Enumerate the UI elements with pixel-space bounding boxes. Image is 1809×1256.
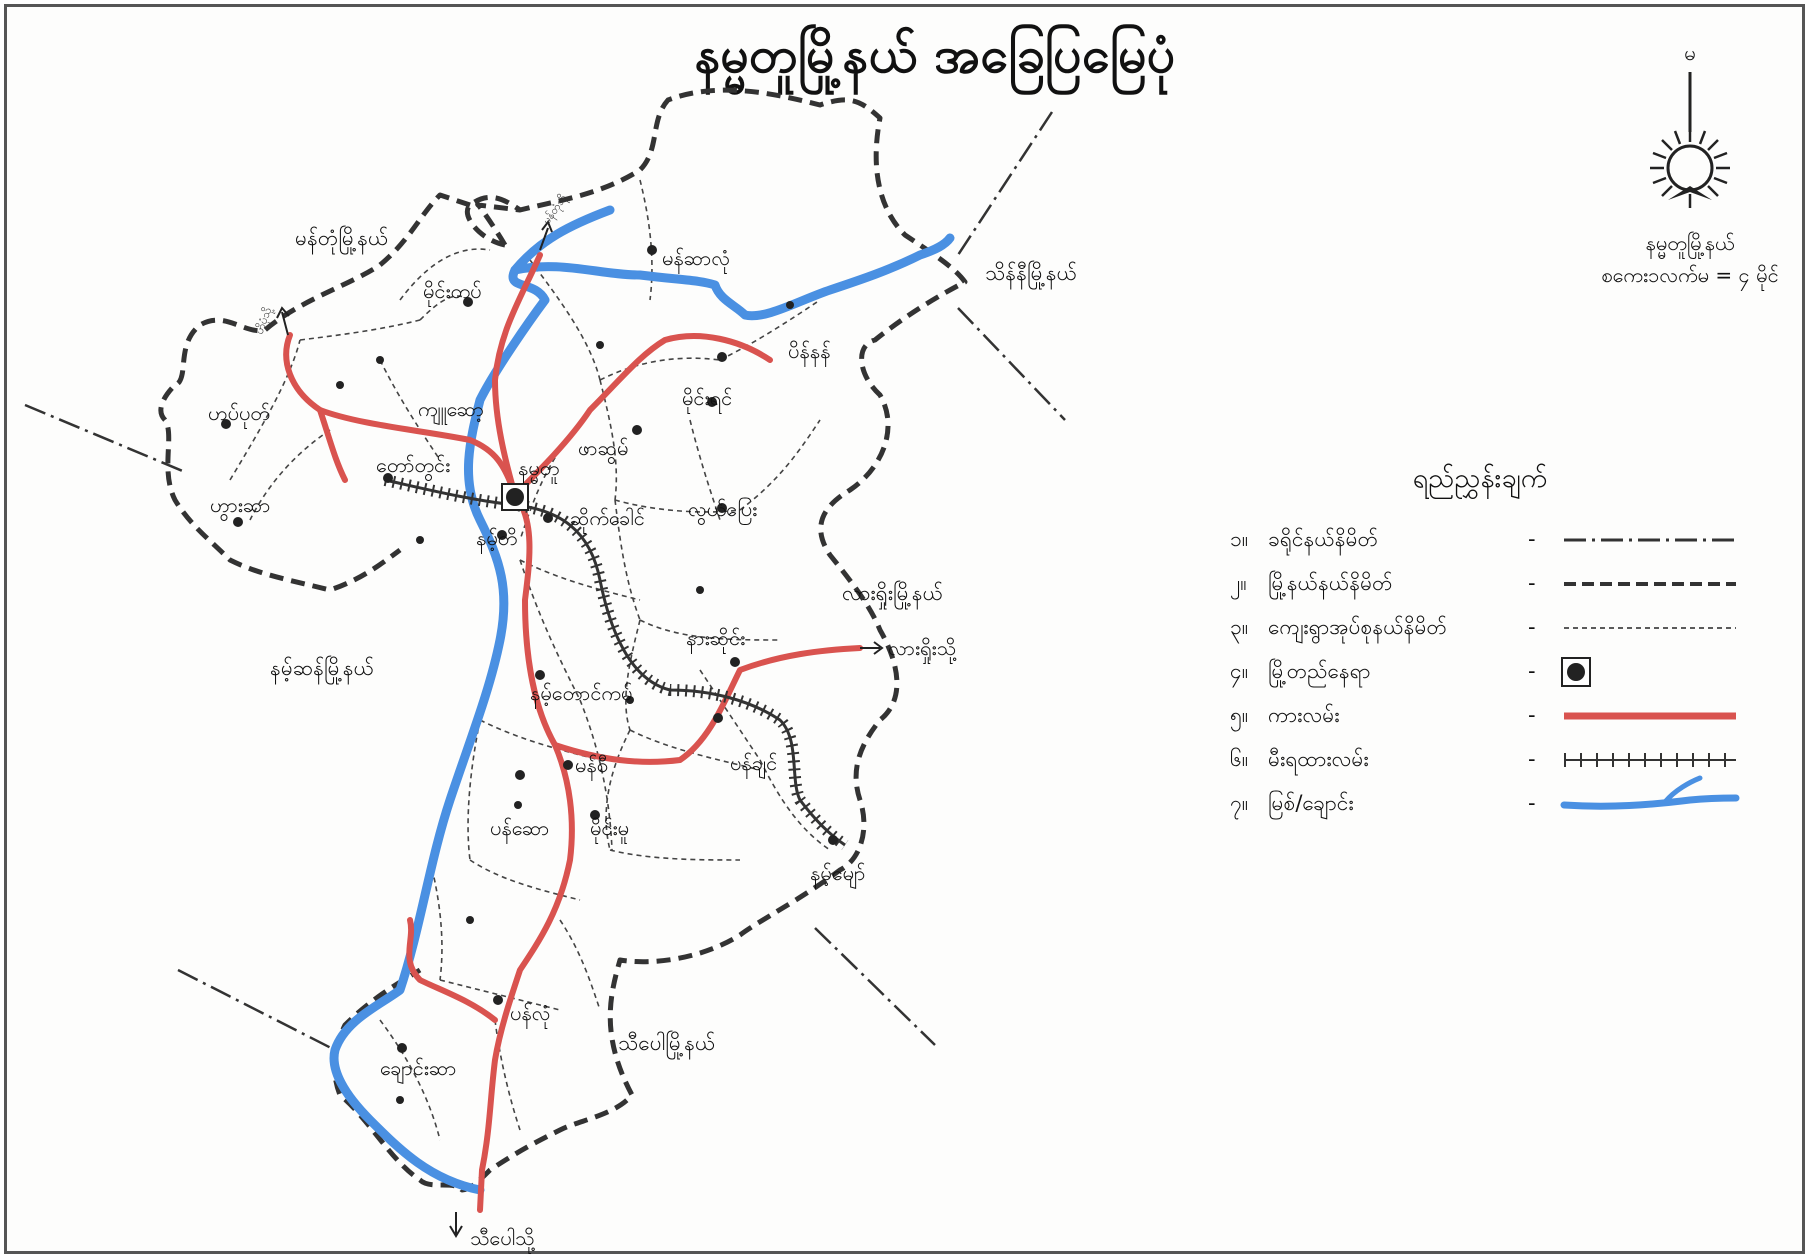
river <box>329 205 955 1195</box>
district-boundaries <box>24 111 1066 1052</box>
label-neighbor-hsipaw: သီပေါမြို့နယ် <box>618 1029 715 1060</box>
label-taungtwin: တော်တွင်း <box>376 453 450 481</box>
road-north <box>492 252 543 498</box>
legend-row-town: ၄။ မြို့တည်နေရာ - <box>1230 657 1591 688</box>
svg-text:-: - <box>1528 791 1536 815</box>
roads <box>283 252 863 1213</box>
north-arrow: မ နမ္မတူမြို့နယ် စကေး၁လ <box>1601 41 1778 291</box>
north-letter: မ <box>1684 41 1695 65</box>
north-township: နမ္မတူမြို့နယ် <box>1646 231 1735 259</box>
label-namtaungkam: နမ့်တောင်ကမ် <box>530 681 632 709</box>
svg-text:၇။: ၇။ <box>1230 791 1248 820</box>
label-hopet: ဟပ်ပုတ် <box>208 401 270 429</box>
legend-row-road: ၅။ ကားလမ်း - <box>1230 702 1736 732</box>
svg-text:-: - <box>1528 571 1536 595</box>
village-tract-boundaries <box>229 179 831 1141</box>
svg-text:-: - <box>1528 703 1536 727</box>
road-south <box>477 492 575 1213</box>
label-mongyin: မိုင်းရင် <box>682 386 732 414</box>
sun-icon <box>1650 128 1730 208</box>
legend-row-river: ၇။ မြစ်/ချောင်း - <box>1230 775 1740 820</box>
label-panlon: ပန်လုံ <box>510 1001 551 1029</box>
village-markers <box>221 245 838 1104</box>
label-kyaungsa: ချောင်းဆာ <box>380 1056 456 1084</box>
svg-text:မြို့နယ်နယ်နိမိတ်: မြို့နယ်နယ်နိမိတ် <box>1268 569 1393 600</box>
label-nahsai: နားဆိုင်း <box>686 626 745 654</box>
label-monghsa: မန်ဆာလုံ <box>662 246 730 274</box>
svg-text:-: - <box>1528 615 1536 639</box>
label-nyaungbin: ဖာဆွမ် <box>578 436 628 464</box>
north-scale: စကေး၁လက်မ = ၄ မိုင် <box>1601 263 1778 291</box>
town-marker-namtu <box>501 483 529 511</box>
svg-text:-: - <box>1528 527 1536 551</box>
label-panhsaw: ပန်ဆော <box>490 816 549 844</box>
legend-row-district: ၁။ ခရိုင်နယ်နိမိတ် - <box>1230 526 1736 556</box>
label-namti: နမ့်တိ <box>476 526 517 554</box>
label-mongmu: မိုင်းမူ <box>590 816 629 844</box>
map-frame <box>4 4 1805 1254</box>
label-namtu: နမ္မတူ <box>518 456 559 484</box>
map-title: နမ္မတူမြို့နယ် အခြေပြမြေပုံ <box>695 23 1176 96</box>
svg-text:ခရိုင်နယ်နိမိတ်: ခရိုင်နယ်နိမိတ် <box>1268 526 1378 556</box>
svg-text:၂။: ၂။ <box>1230 571 1247 600</box>
label-sakhone: ဆိုက်ခေါင် <box>570 506 645 534</box>
legend-title: ရည်ညွှန်းချက် <box>1413 463 1547 499</box>
road-southwest <box>406 917 498 1023</box>
label-neighbor-lashio: လားရှိုးမြို့နယ် <box>842 579 943 610</box>
label-to-hsipaw: သီပေါသို့ <box>470 1226 534 1254</box>
label-bawdwin: ပိန်နန် <box>788 339 830 367</box>
svg-text:၁။: ၁။ <box>1230 527 1248 551</box>
label-to-lashio: လားရှိုးသို့ <box>888 636 956 664</box>
legend: ရည်ညွှန်းချက် ၁။ ခရိုင်နယ်နိမိတ် - ၂။ မြ… <box>1230 463 1740 820</box>
svg-text:ကားလမ်း: ကားလမ်း <box>1268 702 1340 727</box>
label-manhsi: မန်စီ <box>575 753 608 781</box>
road-northeast <box>512 333 773 498</box>
label-neighbor-namhsan: နမ့်ဆန်မြို့နယ် <box>270 654 374 685</box>
svg-text:၅။: ၅။ <box>1230 703 1248 732</box>
legend-row-village-tract: ၃။ ကျေးရွာအုပ်စုနယ်နိမိတ် - <box>1230 614 1736 645</box>
svg-text:၃။: ၃။ <box>1230 615 1248 644</box>
svg-text:မီးရထားလမ်း: မီးရထားလမ်း <box>1268 746 1369 776</box>
svg-text:မြို့တည်နေရာ: မြို့တည်နေရာ <box>1268 657 1370 688</box>
label-neighbor-mantong: မန်တုံမြို့နယ် <box>295 224 388 255</box>
label-nammyaw: နမ့်မျော် <box>810 861 865 889</box>
label-hwasa: ဟွားဆာ <box>210 493 270 521</box>
label-kyaukse: ကျူဆော့ <box>418 397 484 425</box>
svg-text:-: - <box>1528 659 1536 683</box>
legend-row-township: ၂။ မြို့နယ်နယ်နိမိတ် - <box>1230 569 1736 600</box>
direction-arrows <box>276 219 884 1238</box>
svg-text:-: - <box>1528 747 1536 771</box>
svg-text:၆။: ၆။ <box>1230 746 1248 771</box>
road-west <box>317 407 518 498</box>
label-neighbor-theinni: သိန်နီမြို့နယ် <box>985 259 1077 290</box>
township-boundary <box>158 87 968 1193</box>
svg-text:၄။: ၄။ <box>1230 659 1248 688</box>
svg-text:မြစ်/ချောင်း: မြစ်/ချောင်း <box>1268 789 1354 820</box>
svg-text:ကျေးရွာအုပ်စုနယ်နိမိတ်: ကျေးရွာအုပ်စုနယ်နိမိတ် <box>1268 614 1447 645</box>
label-panchin: ပန်ချင် <box>730 751 777 779</box>
label-loilem: လွယ်ပြေး <box>688 497 757 525</box>
legend-row-railway: ၆။ မီးရထားလမ်း - <box>1230 746 1736 776</box>
label-mongtat: မိုင်းတပ် <box>423 279 481 307</box>
